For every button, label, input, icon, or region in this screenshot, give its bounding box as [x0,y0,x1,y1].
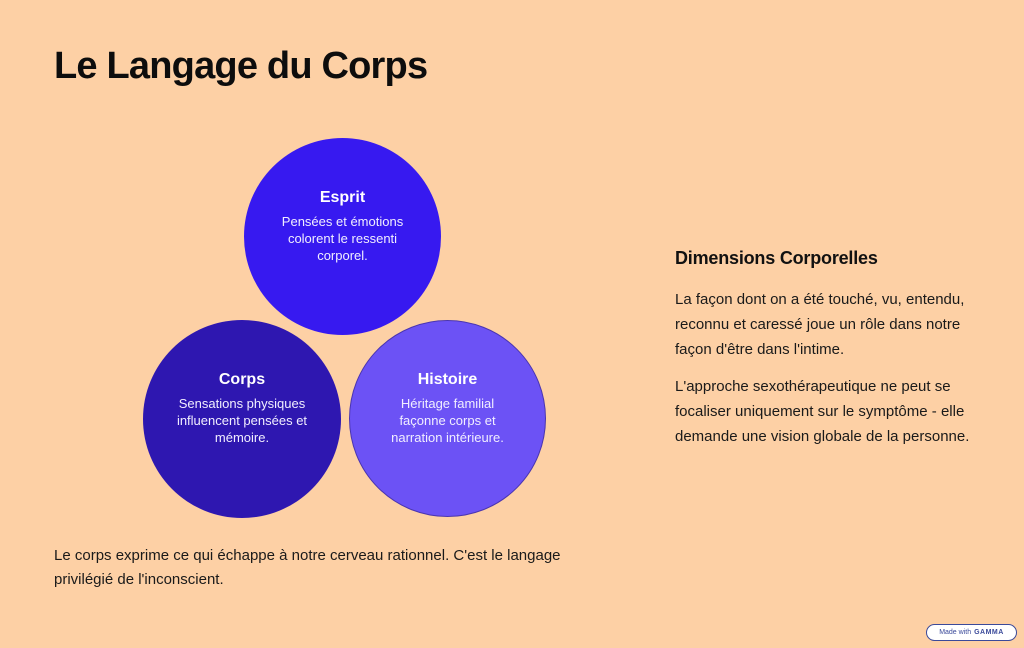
circle-description: Sensations physiques influencent pensées… [176,396,308,445]
circle-histoire: Histoire Héritage familial façonne corps… [349,320,546,517]
sidebar-paragraph: La façon dont on a été touché, vu, enten… [675,291,965,358]
circle-esprit: Esprit Pensées et émotions colorent le r… [244,138,441,335]
circle-corps: Corps Sensations physiques influencent p… [143,320,341,518]
diagram-caption: Le corps exprime ce qui échappe à notre … [54,547,561,588]
circle-description: Pensées et émotions colorent le ressenti… [281,213,404,263]
made-with-gamma-badge[interactable]: Made with GAMMA [926,624,1017,641]
circle-description: Héritage familial façonne corps et narra… [391,395,504,445]
circle-title: Histoire [417,370,478,388]
sidebar-heading: Dimensions Corporelles [675,248,878,268]
badge-prefix: Made with [939,629,972,636]
page-title: Le Langage du Corps [54,45,428,87]
circle-title: Esprit [319,188,366,206]
circle-title: Corps [218,371,266,388]
gamma-logo: GAMMA [974,629,1004,636]
sidebar-paragraph: L'approche sexothérapeutique ne peut se … [675,378,970,445]
